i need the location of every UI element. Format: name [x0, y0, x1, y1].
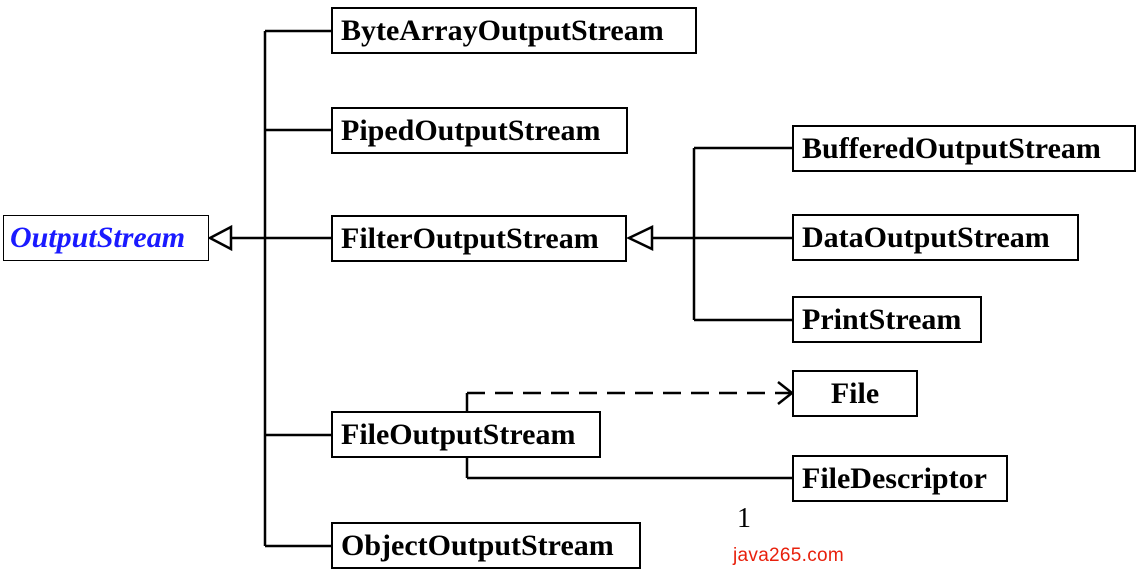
outputstream-class-box[interactable]: OutputStream [3, 215, 209, 261]
pipedoutputstream-class-box[interactable]: PipedOutputStream [331, 107, 628, 154]
filteroutputstream-label: FilterOutputStream [341, 221, 599, 255]
filedescriptor-class-box[interactable]: FileDescriptor [792, 455, 1008, 502]
objectoutputstream-class-box[interactable]: ObjectOutputStream [331, 522, 641, 569]
file-dependency-line [465, 381, 795, 412]
filter-inheritance-arrowhead [626, 225, 654, 251]
dataoutputstream-label: DataOutputStream [802, 220, 1050, 254]
file-class-box[interactable]: File [792, 370, 918, 417]
pipedoutputstream-label: PipedOutputStream [341, 113, 601, 147]
filteroutputstream-class-box[interactable]: FilterOutputStream [331, 215, 627, 262]
outputstream-inheritance-arrowhead [207, 224, 233, 252]
fileoutputstream-class-box[interactable]: FileOutputStream [331, 411, 601, 458]
filter-inheritance-lines [652, 146, 794, 322]
bufferedoutputstream-label: BufferedOutputStream [802, 131, 1101, 165]
dataoutputstream-class-box[interactable]: DataOutputStream [792, 214, 1079, 261]
file-label: File [830, 376, 880, 410]
watermark-text: java265.com [733, 545, 845, 566]
filedescriptor-association-line [465, 458, 794, 480]
printstream-label: PrintStream [802, 302, 962, 336]
association-multiplicity: 1 [737, 503, 751, 534]
filedescriptor-label: FileDescriptor [802, 461, 987, 495]
printstream-class-box[interactable]: PrintStream [792, 296, 982, 343]
outputstream-inheritance-lines [231, 29, 333, 548]
fileoutputstream-label: FileOutputStream [341, 417, 576, 451]
bytearrayoutputstream-label: ByteArrayOutputStream [341, 13, 664, 47]
bufferedoutputstream-class-box[interactable]: BufferedOutputStream [792, 125, 1136, 172]
objectoutputstream-label: ObjectOutputStream [341, 528, 614, 562]
outputstream-label: OutputStream [10, 221, 186, 254]
bytearrayoutputstream-class-box[interactable]: ByteArrayOutputStream [331, 7, 697, 54]
